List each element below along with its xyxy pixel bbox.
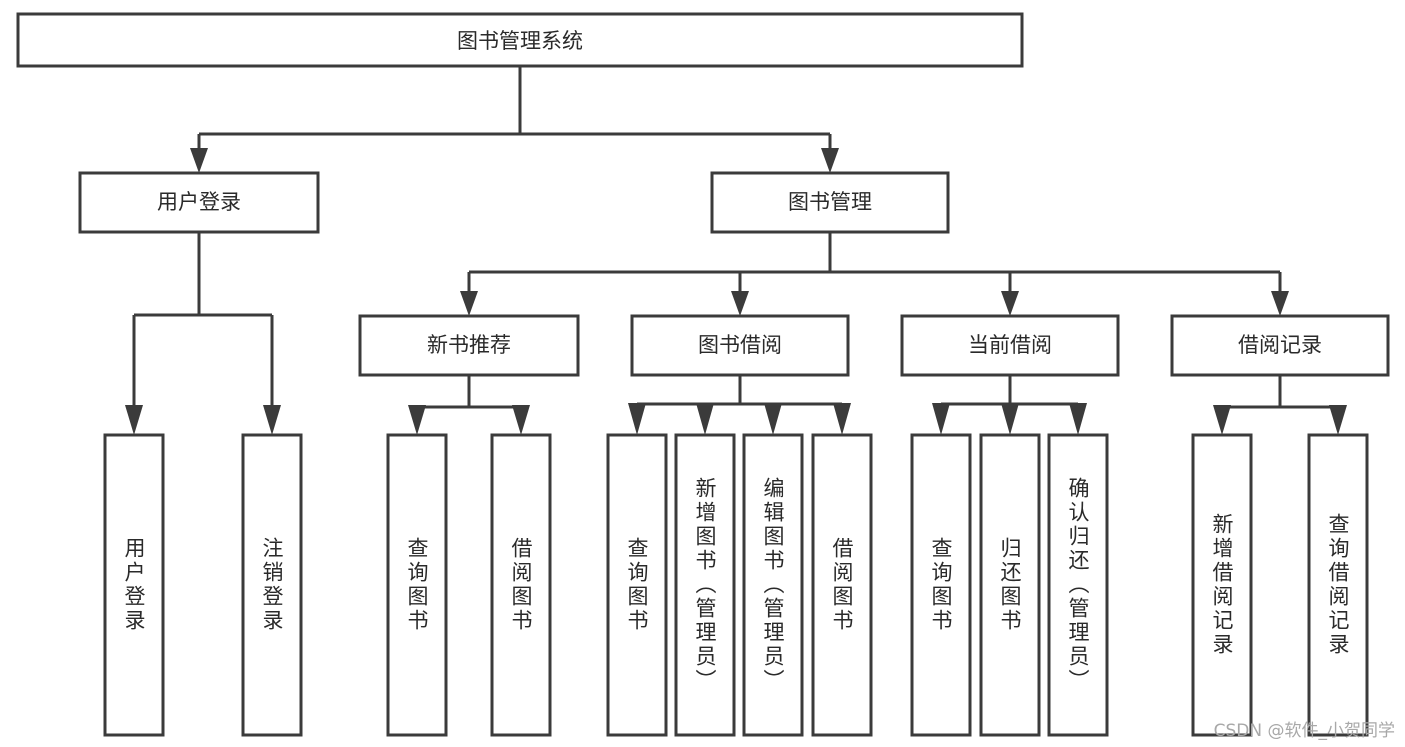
leaf-user-login-1-box[interactable] xyxy=(103,433,165,737)
node-current-borrow[interactable]: 当前借阅 xyxy=(900,314,1120,377)
leaf-book-borrow-3-label: 编辑图书（管理员） xyxy=(761,477,785,693)
leaf-book-borrow-1[interactable]: 查询图书 xyxy=(606,433,668,737)
leaf-current-borrow-1-box[interactable] xyxy=(910,433,972,737)
leaf-borrow-record-1-label: 新增借阅记录 xyxy=(1210,513,1234,657)
node-user-login-label: 用户登录 xyxy=(157,190,241,214)
arrow-head-br-leaf-2 xyxy=(1329,405,1347,435)
node-root[interactable]: 图书管理系统 xyxy=(16,12,1024,68)
node-borrow-record[interactable]: 借阅记录 xyxy=(1170,314,1390,377)
leaf-user-login-2[interactable]: 注销登录 xyxy=(241,433,303,737)
node-current-borrow-box[interactable] xyxy=(900,314,1120,377)
leaf-borrow-record-1[interactable]: 新增借阅记录 xyxy=(1191,433,1253,737)
arrow-head-bb-leaf-2 xyxy=(696,403,714,435)
arrow-head-borrow-record xyxy=(1271,291,1289,316)
leaf-new-book-1[interactable]: 查询图书 xyxy=(386,433,448,737)
leaf-borrow-record-2-box[interactable] xyxy=(1307,433,1369,737)
node-new-book-recommend-box[interactable] xyxy=(358,314,580,377)
leaf-user-login-2-box[interactable] xyxy=(241,433,303,737)
node-book-borrow-box[interactable] xyxy=(630,314,850,377)
node-book-borrow-label: 图书借阅 xyxy=(698,333,782,357)
node-borrow-record-box[interactable] xyxy=(1170,314,1390,377)
leaf-new-book-1-label: 查询图书 xyxy=(405,537,429,633)
node-book-management-box[interactable] xyxy=(710,171,950,234)
leaf-book-borrow-4-label: 借阅图书 xyxy=(830,537,854,633)
node-new-book-recommend-label: 新书推荐 xyxy=(427,333,511,357)
leaf-current-borrow-1[interactable]: 查询图书 xyxy=(910,433,972,737)
leaf-current-borrow-2-label: 归还图书 xyxy=(998,537,1022,633)
leaf-new-book-1-box[interactable] xyxy=(386,433,448,737)
leaf-current-borrow-2-box[interactable] xyxy=(979,433,1041,737)
leaf-user-login-1[interactable]: 用户登录 xyxy=(103,433,165,737)
node-borrow-record-label: 借阅记录 xyxy=(1238,333,1322,357)
arrow-head-new-book xyxy=(460,291,478,316)
leaf-book-borrow-4-box[interactable] xyxy=(811,433,873,737)
arrow-head-bb-leaf-3 xyxy=(764,403,782,435)
arrow-head-leaf-user-login xyxy=(125,405,143,435)
leaf-new-book-2-box[interactable] xyxy=(490,433,552,737)
leaf-current-borrow-2[interactable]: 归还图书 xyxy=(979,433,1041,737)
arrow-head-book-mgmt xyxy=(821,148,839,173)
arrow-head-bb-leaf-4 xyxy=(833,403,851,435)
arrow-head-current-borrow xyxy=(1001,291,1019,316)
leaf-current-borrow-3-box[interactable] xyxy=(1047,433,1109,737)
leaf-new-book-2[interactable]: 借阅图书 xyxy=(490,433,552,737)
connector-group xyxy=(125,66,1347,435)
leaf-current-borrow-3-label: 确认归还（管理员） xyxy=(1066,477,1090,693)
node-book-management[interactable]: 图书管理 xyxy=(710,171,950,234)
leaf-user-login-1-label: 用户登录 xyxy=(122,537,146,633)
leaf-book-borrow-3-box[interactable] xyxy=(742,433,804,737)
arrow-head-book-borrow xyxy=(731,291,749,316)
arrow-head-user-login xyxy=(190,148,208,173)
leaf-book-borrow-1-label: 查询图书 xyxy=(625,537,649,633)
leaf-current-borrow-3[interactable]: 确认归还（管理员） xyxy=(1047,433,1109,737)
node-current-borrow-label: 当前借阅 xyxy=(968,333,1052,357)
arrow-head-br-leaf-1 xyxy=(1213,405,1231,435)
arrow-head-cb-leaf-3 xyxy=(1069,403,1087,435)
arrow-head-nb-leaf-1 xyxy=(408,405,426,435)
node-user-login[interactable]: 用户登录 xyxy=(78,171,320,234)
leaf-book-borrow-3[interactable]: 编辑图书（管理员） xyxy=(742,433,804,737)
leaf-book-borrow-2[interactable]: 新增图书（管理员） xyxy=(674,433,736,737)
leaf-new-book-2-label: 借阅图书 xyxy=(509,537,533,633)
arrow-head-cb-leaf-2 xyxy=(1001,403,1019,435)
leaf-book-borrow-4[interactable]: 借阅图书 xyxy=(811,433,873,737)
node-new-book-recommend[interactable]: 新书推荐 xyxy=(358,314,580,377)
leaf-borrow-record-2[interactable]: 查询借阅记录 xyxy=(1307,433,1369,737)
node-book-management-label: 图书管理 xyxy=(788,190,872,214)
leaf-borrow-record-1-box[interactable] xyxy=(1191,433,1253,737)
arrow-head-nb-leaf-2 xyxy=(512,405,530,435)
arrow-head-leaf-logout xyxy=(263,405,281,435)
leaf-book-borrow-1-box[interactable] xyxy=(606,433,668,737)
leaf-book-borrow-2-box[interactable] xyxy=(674,433,736,737)
leaf-borrow-record-2-label: 查询借阅记录 xyxy=(1326,513,1350,657)
node-root-label: 图书管理系统 xyxy=(457,29,583,53)
leaf-user-login-2-label: 注销登录 xyxy=(260,537,284,633)
leaf-current-borrow-1-label: 查询图书 xyxy=(929,537,953,633)
node-user-login-box[interactable] xyxy=(78,171,320,234)
node-book-borrow[interactable]: 图书借阅 xyxy=(630,314,850,377)
arrow-head-bb-leaf-1 xyxy=(628,403,646,435)
arrow-head-cb-leaf-1 xyxy=(932,403,950,435)
leaf-book-borrow-2-label: 新增图书（管理员） xyxy=(693,477,717,693)
node-root-box[interactable] xyxy=(16,12,1024,68)
